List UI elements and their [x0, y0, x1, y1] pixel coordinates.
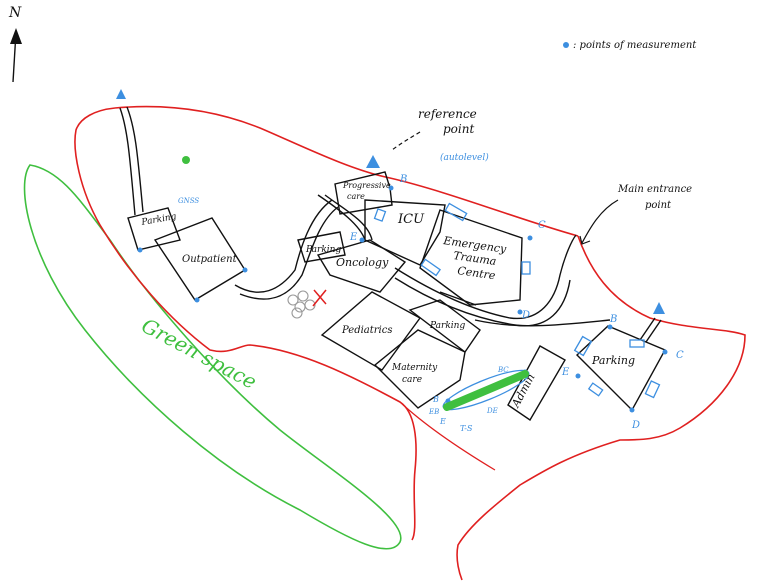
- point-label-d1: D: [521, 310, 530, 321]
- gnss-label: GNSS: [178, 197, 199, 205]
- triangle-marker-east: [653, 302, 665, 314]
- point-label-c1: C: [538, 220, 546, 231]
- label-maternity-2: care: [402, 375, 422, 385]
- label-emergency-2: Trauma: [453, 249, 498, 268]
- building-maternity: [373, 329, 466, 409]
- point-label-e3: E: [439, 417, 446, 426]
- point-label-b3: B: [432, 395, 439, 404]
- main-entrance-arrow: [581, 199, 619, 244]
- compass-label: N: [8, 5, 22, 21]
- green-strip: [442, 369, 530, 411]
- label-maternity-1: Maternity: [391, 363, 438, 373]
- building-parking-east: [575, 325, 666, 412]
- main-entrance-label-2: point: [645, 200, 672, 211]
- point-label-e2: E: [561, 367, 570, 378]
- reference-label-2: point: [443, 122, 474, 136]
- measurement-rects: [373, 202, 661, 399]
- circles-cluster: [287, 290, 316, 319]
- label-parking-nw: Parking: [140, 212, 178, 228]
- point-label-eb: EB: [428, 408, 439, 416]
- main-entrance-label-1: Main entrance: [617, 184, 692, 195]
- building-emergency: [419, 209, 523, 306]
- label-icu: ICU: [397, 212, 425, 227]
- building-parking-mid: [297, 231, 346, 263]
- reference-triangle-icon: [366, 155, 380, 168]
- red-x-mark: [312, 289, 327, 307]
- label-parking-east: Parking: [591, 354, 635, 367]
- label-green-space: Green space: [138, 313, 261, 394]
- roads: [119, 106, 662, 343]
- site-boundary-north: [114, 105, 579, 237]
- building-parking-nw: [127, 207, 181, 251]
- building-oncology: [316, 239, 407, 293]
- label-progressive-2: care: [347, 192, 365, 201]
- building-parking-south: [408, 299, 481, 354]
- label-progressive-1: Progressive: [342, 181, 391, 190]
- point-label-bc: BC: [497, 366, 509, 374]
- site-boundary-south: [399, 401, 496, 471]
- label-parking-mid: Parking: [305, 245, 341, 255]
- building-admin: [507, 345, 566, 422]
- point-label-c2: C: [676, 350, 684, 361]
- label-outpatient: Outpatient: [182, 254, 238, 265]
- point-label-de: DE: [486, 407, 498, 415]
- gnss-point: [182, 156, 190, 164]
- point-label-b1: B: [399, 174, 407, 185]
- building-progressive-care: [334, 171, 393, 215]
- label-pediatrics: Pediatrics: [341, 325, 393, 336]
- label-oncology: Oncology: [336, 256, 389, 269]
- compass-north-arrow: [10, 28, 22, 83]
- point-label-ts: T-S: [460, 424, 473, 433]
- label-emergency-3: Centre: [457, 264, 497, 282]
- label-parking-south: Parking: [429, 321, 465, 331]
- site-boundary: [74, 107, 417, 541]
- building-icu: [364, 199, 446, 266]
- buildings-outlines: [127, 171, 666, 422]
- reference-label-1: reference: [418, 107, 477, 121]
- triangle-marker-north: [116, 89, 126, 99]
- reference-sub-label: (autolevel): [440, 152, 489, 163]
- point-label-b2: B: [609, 314, 617, 325]
- point-label-d2: D: [631, 420, 640, 431]
- site-boundary-east: [456, 235, 746, 581]
- legend-text: : points of measurement: [573, 40, 697, 51]
- legend-point-icon: [563, 42, 569, 48]
- reference-arrow: [391, 131, 421, 151]
- point-label-e1: E: [349, 232, 358, 243]
